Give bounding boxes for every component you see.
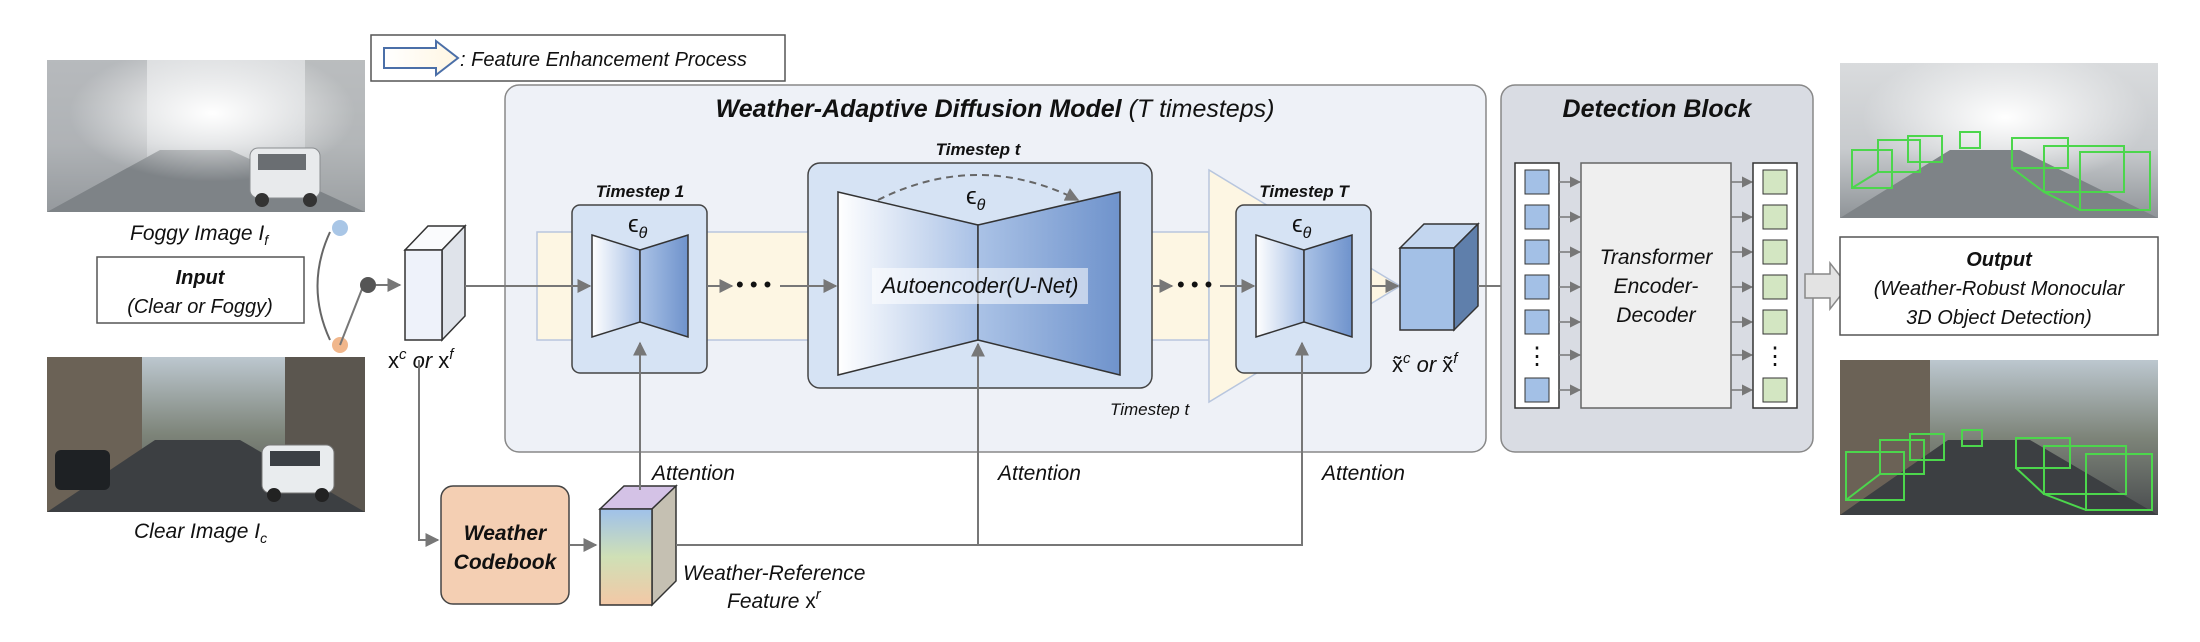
output-box bbox=[1839, 236, 2159, 336]
input-title: Input bbox=[176, 267, 226, 289]
timestep-T-label: Timestep T bbox=[1259, 182, 1350, 201]
switch-pivot bbox=[360, 277, 376, 293]
switch-arm bbox=[339, 288, 363, 346]
attention-label-1: Attention bbox=[650, 462, 735, 485]
legend-text: : Feature Enhancement Process bbox=[460, 49, 747, 71]
reference-line-1: Weather-Reference bbox=[683, 562, 866, 585]
arrow-feature-to-codebook bbox=[418, 360, 440, 547]
output-clear-image bbox=[1840, 360, 2158, 515]
unet-label-bg bbox=[872, 268, 1088, 304]
query-vdots: ⋮ bbox=[1525, 343, 1549, 370]
attention-label-2: Attention bbox=[996, 462, 1081, 485]
output-title: Output bbox=[1966, 249, 2033, 271]
query-arrows bbox=[1559, 176, 1582, 396]
attention-arrows bbox=[633, 341, 1309, 546]
query-column bbox=[1514, 162, 1560, 409]
foggy-image bbox=[47, 60, 365, 212]
weather-reference-cube bbox=[598, 484, 678, 607]
detection-title: Detection Block bbox=[1563, 95, 1753, 123]
unet-epsilon: ϵθ bbox=[966, 183, 986, 214]
transformer-line-2: Encoder- bbox=[1614, 275, 1699, 298]
switch-curve bbox=[316, 231, 331, 341]
clear-image-label: Clear Image Ic bbox=[134, 520, 267, 546]
timestep-1-block bbox=[571, 204, 708, 374]
legend: : Feature Enhancement Process bbox=[370, 34, 786, 82]
ellipsis-left: • • • bbox=[736, 272, 771, 297]
codebook-line-2: Codebook bbox=[454, 551, 558, 574]
output-foggy-image bbox=[1840, 63, 2158, 218]
output-feature-cube bbox=[1398, 222, 1480, 332]
ellipsis-right: • • • bbox=[1177, 272, 1212, 297]
timestep-1-epsilon: ϵθ bbox=[628, 211, 648, 242]
output-arrow-icon bbox=[1804, 260, 1849, 312]
codebook-line-1: Weather bbox=[464, 522, 548, 545]
foggy-switch-dot bbox=[332, 220, 348, 236]
unet-label: Autoencoder(U-Net) bbox=[880, 273, 1079, 298]
input-feature-label: xc or xf bbox=[388, 346, 455, 373]
timestep-T-epsilon: ϵθ bbox=[1292, 211, 1312, 242]
input-feature-cube bbox=[403, 224, 467, 342]
timestep-t-bottom-label: Timestep t bbox=[1110, 400, 1190, 419]
legend-arrow-icon bbox=[383, 38, 460, 78]
clear-image bbox=[47, 357, 365, 512]
input-subtitle: (Clear or Foggy) bbox=[127, 296, 273, 318]
diffusion-title: Weather-Adaptive Diffusion Model (T time… bbox=[716, 95, 1275, 123]
input-box bbox=[96, 256, 305, 324]
transformer-line-1: Transformer bbox=[1600, 246, 1714, 269]
output-line-1: (Weather-Robust Monocular bbox=[1874, 278, 2126, 300]
output-vdots: ⋮ bbox=[1763, 343, 1787, 370]
timestep-T-block bbox=[1235, 204, 1372, 374]
output-query-column bbox=[1752, 162, 1798, 409]
reference-line-2: Feature xr bbox=[727, 586, 822, 613]
output-feature-label: x̃c or x̃f bbox=[1392, 350, 1459, 377]
transformer-box bbox=[1580, 162, 1732, 409]
skip-connection-arrow bbox=[877, 174, 1080, 201]
timestep-t-top-label: Timestep t bbox=[936, 140, 1022, 159]
weather-codebook-box bbox=[440, 485, 570, 605]
transformer-line-3: Decoder bbox=[1616, 304, 1696, 327]
foggy-image-label: Foggy Image If bbox=[130, 222, 270, 248]
timestep-1-label: Timestep 1 bbox=[596, 182, 685, 201]
attention-label-3: Attention bbox=[1320, 462, 1405, 485]
output-line-2: 3D Object Detection) bbox=[1906, 307, 2092, 329]
output-arrows bbox=[1731, 176, 1754, 396]
